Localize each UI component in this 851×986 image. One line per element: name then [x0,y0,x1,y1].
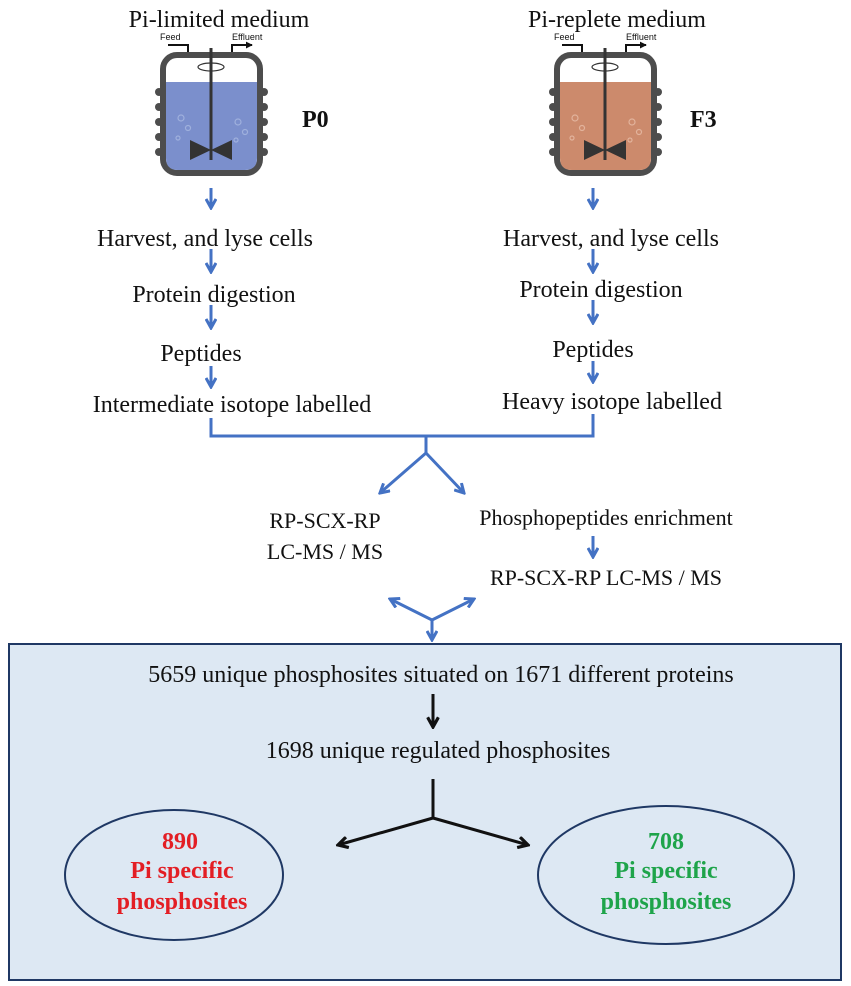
right-step-peptides: Peptides [552,337,633,363]
left-result-ellipse [64,809,284,941]
left-bioreactor-icon: Feed Effluent [155,32,268,176]
left-condition-label: P0 [302,107,329,133]
branch-right-lcms: RP-SCX-RP LC-MS / MS [490,565,722,590]
right-bioreactor-icon: Feed Effluent [549,32,662,176]
converge-arrows [390,599,474,640]
merge-connector [209,414,595,493]
left-medium-label: Pi-limited medium [129,7,310,33]
right-medium-label: Pi-replete medium [528,7,706,33]
split-arrows [338,779,528,845]
right-step-harvest: Harvest, and lyse cells [503,226,719,252]
right-result-count: 708 [648,829,684,855]
branch-left-line2: LC-MS / MS [267,539,383,564]
right-effluent-label: Effluent [626,32,657,42]
branch-right-enrichment: Phosphopeptides enrichment [479,505,733,530]
left-result-line1: Pi specific [130,858,234,884]
right-step-digestion: Protein digestion [519,277,682,303]
left-step-labelling: Intermediate isotope labelled [93,392,372,418]
left-result-line2: phosphosites [117,889,248,915]
right-result-line2: phosphosites [601,889,732,915]
left-feed-label: Feed [160,32,181,42]
left-step-digestion: Protein digestion [132,282,295,308]
right-step-labelling: Heavy isotope labelled [502,389,722,415]
branch-left-line1: RP-SCX-RP [269,508,380,533]
right-condition-label: F3 [690,107,717,133]
right-result-line1: Pi specific [614,858,718,884]
left-step-harvest: Harvest, and lyse cells [97,226,313,252]
right-feed-label: Feed [554,32,575,42]
left-result-count: 890 [162,829,198,855]
right-result-ellipse [537,805,795,945]
regulated-text: 1698 unique regulated phosphosites [266,738,611,764]
summary-text: 5659 unique phosphosites situated on 167… [148,662,733,688]
left-effluent-label: Effluent [232,32,263,42]
left-step-peptides: Peptides [160,341,241,367]
